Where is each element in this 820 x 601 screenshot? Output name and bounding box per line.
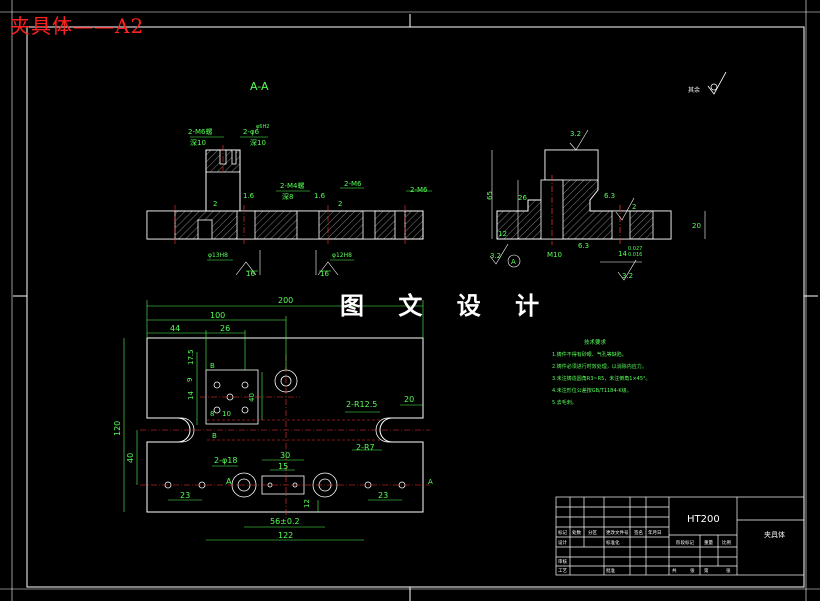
note-front-6: 1.6: [243, 192, 255, 200]
note-side-8: 14: [618, 250, 627, 258]
tech-line-2: 3.未注铸造圆角R3~R5，未注倒角1×45°。: [552, 375, 651, 382]
tb-cell-16: 第: [704, 567, 709, 574]
dim-plan-22: 23: [378, 491, 388, 500]
note-front-12: 2-M6: [410, 186, 428, 194]
tech-line-4: 5.去毛刺。: [552, 399, 577, 406]
tb-part-name: 夹具体: [764, 530, 785, 539]
note-side-13: 2: [632, 203, 636, 211]
dim-plan-10: 40: [248, 393, 256, 402]
note-side-2: 26: [518, 194, 527, 202]
roughness-note: 其余: [688, 86, 700, 94]
dim-plan-12: 20: [404, 395, 414, 404]
note-front-0: 2-M6螺: [188, 127, 212, 136]
dim-plan-20: A: [226, 477, 232, 486]
note-front-8: 深8: [282, 192, 293, 201]
dim-plan-7: B: [210, 362, 215, 370]
note-side-12: 3.2: [622, 272, 633, 280]
dim-plan-13: 120: [113, 421, 122, 436]
drawing-title: 夹具体——A2: [10, 14, 145, 38]
note-side-3: 6.3: [604, 192, 615, 200]
dim-plan-8: 8: [210, 410, 214, 418]
tech-line-1: 2.铸件必须进行时效处理，以消除内应力。: [552, 363, 647, 370]
note-front-7: 2-M4螺: [280, 181, 304, 190]
note-front-15: 16: [246, 270, 255, 278]
tb-cell-10: 比例: [722, 539, 731, 546]
dim-plan-21: 23: [180, 491, 190, 500]
dim-plan-9: 10: [222, 410, 231, 418]
tb-cell-9: 重量: [704, 539, 713, 546]
note-front-1: 深10: [190, 138, 206, 147]
tech-line-0: 1.铸件不得有砂眼、气孔等缺陷。: [552, 351, 627, 358]
note-front-13: φ13H8: [208, 252, 228, 259]
tb-cell-3: 更改文件号: [606, 529, 629, 536]
tb-cell-6: 设计: [558, 539, 567, 546]
dim-plan-14: 40: [126, 453, 135, 463]
dim-plan-0: 200: [278, 296, 293, 305]
note-side-9: 0.027: [628, 246, 642, 252]
tb-cell-15: 张: [690, 567, 695, 574]
tb-cell-2: 分区: [588, 529, 597, 536]
note-side-5: 3.2: [490, 252, 501, 260]
title-block: [555, 496, 805, 576]
tb-cell-0: 标记: [558, 529, 567, 536]
dim-plan-17: 30: [280, 451, 290, 460]
datum-a-side: A: [511, 258, 516, 266]
dim-plan-2: 44: [170, 324, 180, 333]
technical-requirements: 技术要求 1.铸件不得有砂眼、气孔等缺陷。 2.铸件必须进行时效处理，以消除内应…: [552, 338, 651, 406]
tb-cell-8: 阶段标记: [676, 539, 694, 546]
dim-plan-3: 26: [220, 324, 230, 333]
note-front-10: 2-M6: [344, 180, 362, 188]
dim-plan-16: B: [212, 432, 217, 440]
tb-cell-4: 签名: [634, 529, 643, 536]
dim-plan-23: 12: [303, 499, 311, 508]
dim-plan-4: 17.5: [187, 349, 195, 365]
side-view: 3.2 65 26 6.3 12 3.2 M10 6.3 14 0.027 0.…: [486, 129, 706, 281]
dim-plan-5: 9: [186, 378, 194, 382]
note-front-11: 2: [338, 200, 342, 208]
note-side-4: 12: [498, 230, 507, 238]
section-label: A-A: [250, 80, 269, 93]
tech-line-3: 4.未注形位公差按GB/T1184-K级。: [552, 387, 632, 394]
tb-cell-12: 工艺: [558, 568, 567, 574]
tb-cell-13: 批准: [606, 567, 615, 574]
tb-cell-7: 标准化: [606, 539, 620, 546]
dim-plan-15: 2-R7: [356, 443, 375, 452]
note-side-1: 65: [486, 191, 494, 200]
note-front-5: 2: [213, 200, 217, 208]
note-side-6: M10: [547, 251, 562, 259]
tb-cell-14: 共: [672, 567, 677, 574]
tb-cell-1: 处数: [572, 529, 581, 536]
tech-title: 技术要求: [584, 338, 607, 346]
note-front-9: 1.6: [314, 192, 326, 200]
roughness-symbol: [707, 71, 727, 95]
dim-plan-25: 122: [278, 531, 293, 540]
note-front-16: 16: [320, 270, 329, 278]
dim-plan-19: 2-φ18: [214, 456, 237, 465]
note-side-10: 0.016: [628, 252, 642, 258]
tb-cell-17: 张: [726, 567, 731, 574]
watermark-text: 图 文 设 计: [340, 292, 553, 320]
note-side-7: 6.3: [578, 242, 589, 250]
front-section-view: 2-M6螺 深10 2-φ6 φ6H2 深10 2 1.6 2-M4螺 深8 1…: [146, 124, 432, 278]
dim-plan-11: 2-R12.5: [346, 400, 377, 409]
note-front-14: φ12H8: [332, 252, 352, 259]
dim-plan-1: 100: [210, 311, 225, 320]
note-front-4: 深10: [250, 138, 266, 147]
dim-plan-24: 56±0.2: [270, 517, 300, 526]
note-side-11: 20: [692, 222, 701, 230]
note-front-2: 2-φ6: [243, 128, 260, 136]
note-front-3: φ6H2: [256, 124, 269, 130]
tb-cell-11: 审核: [558, 558, 567, 565]
tb-cell-5: 年月日: [648, 529, 662, 536]
dim-plan-6: 14: [187, 391, 195, 400]
dim-plan-26: A: [428, 478, 433, 486]
note-side-0: 3.2: [570, 130, 581, 138]
plan-view: 200 100 44 26 17.5 9 14 B 8 10 40 2-R12.…: [113, 296, 433, 541]
dim-plan-18: 15: [278, 462, 288, 471]
tb-material: HT200: [687, 514, 720, 525]
